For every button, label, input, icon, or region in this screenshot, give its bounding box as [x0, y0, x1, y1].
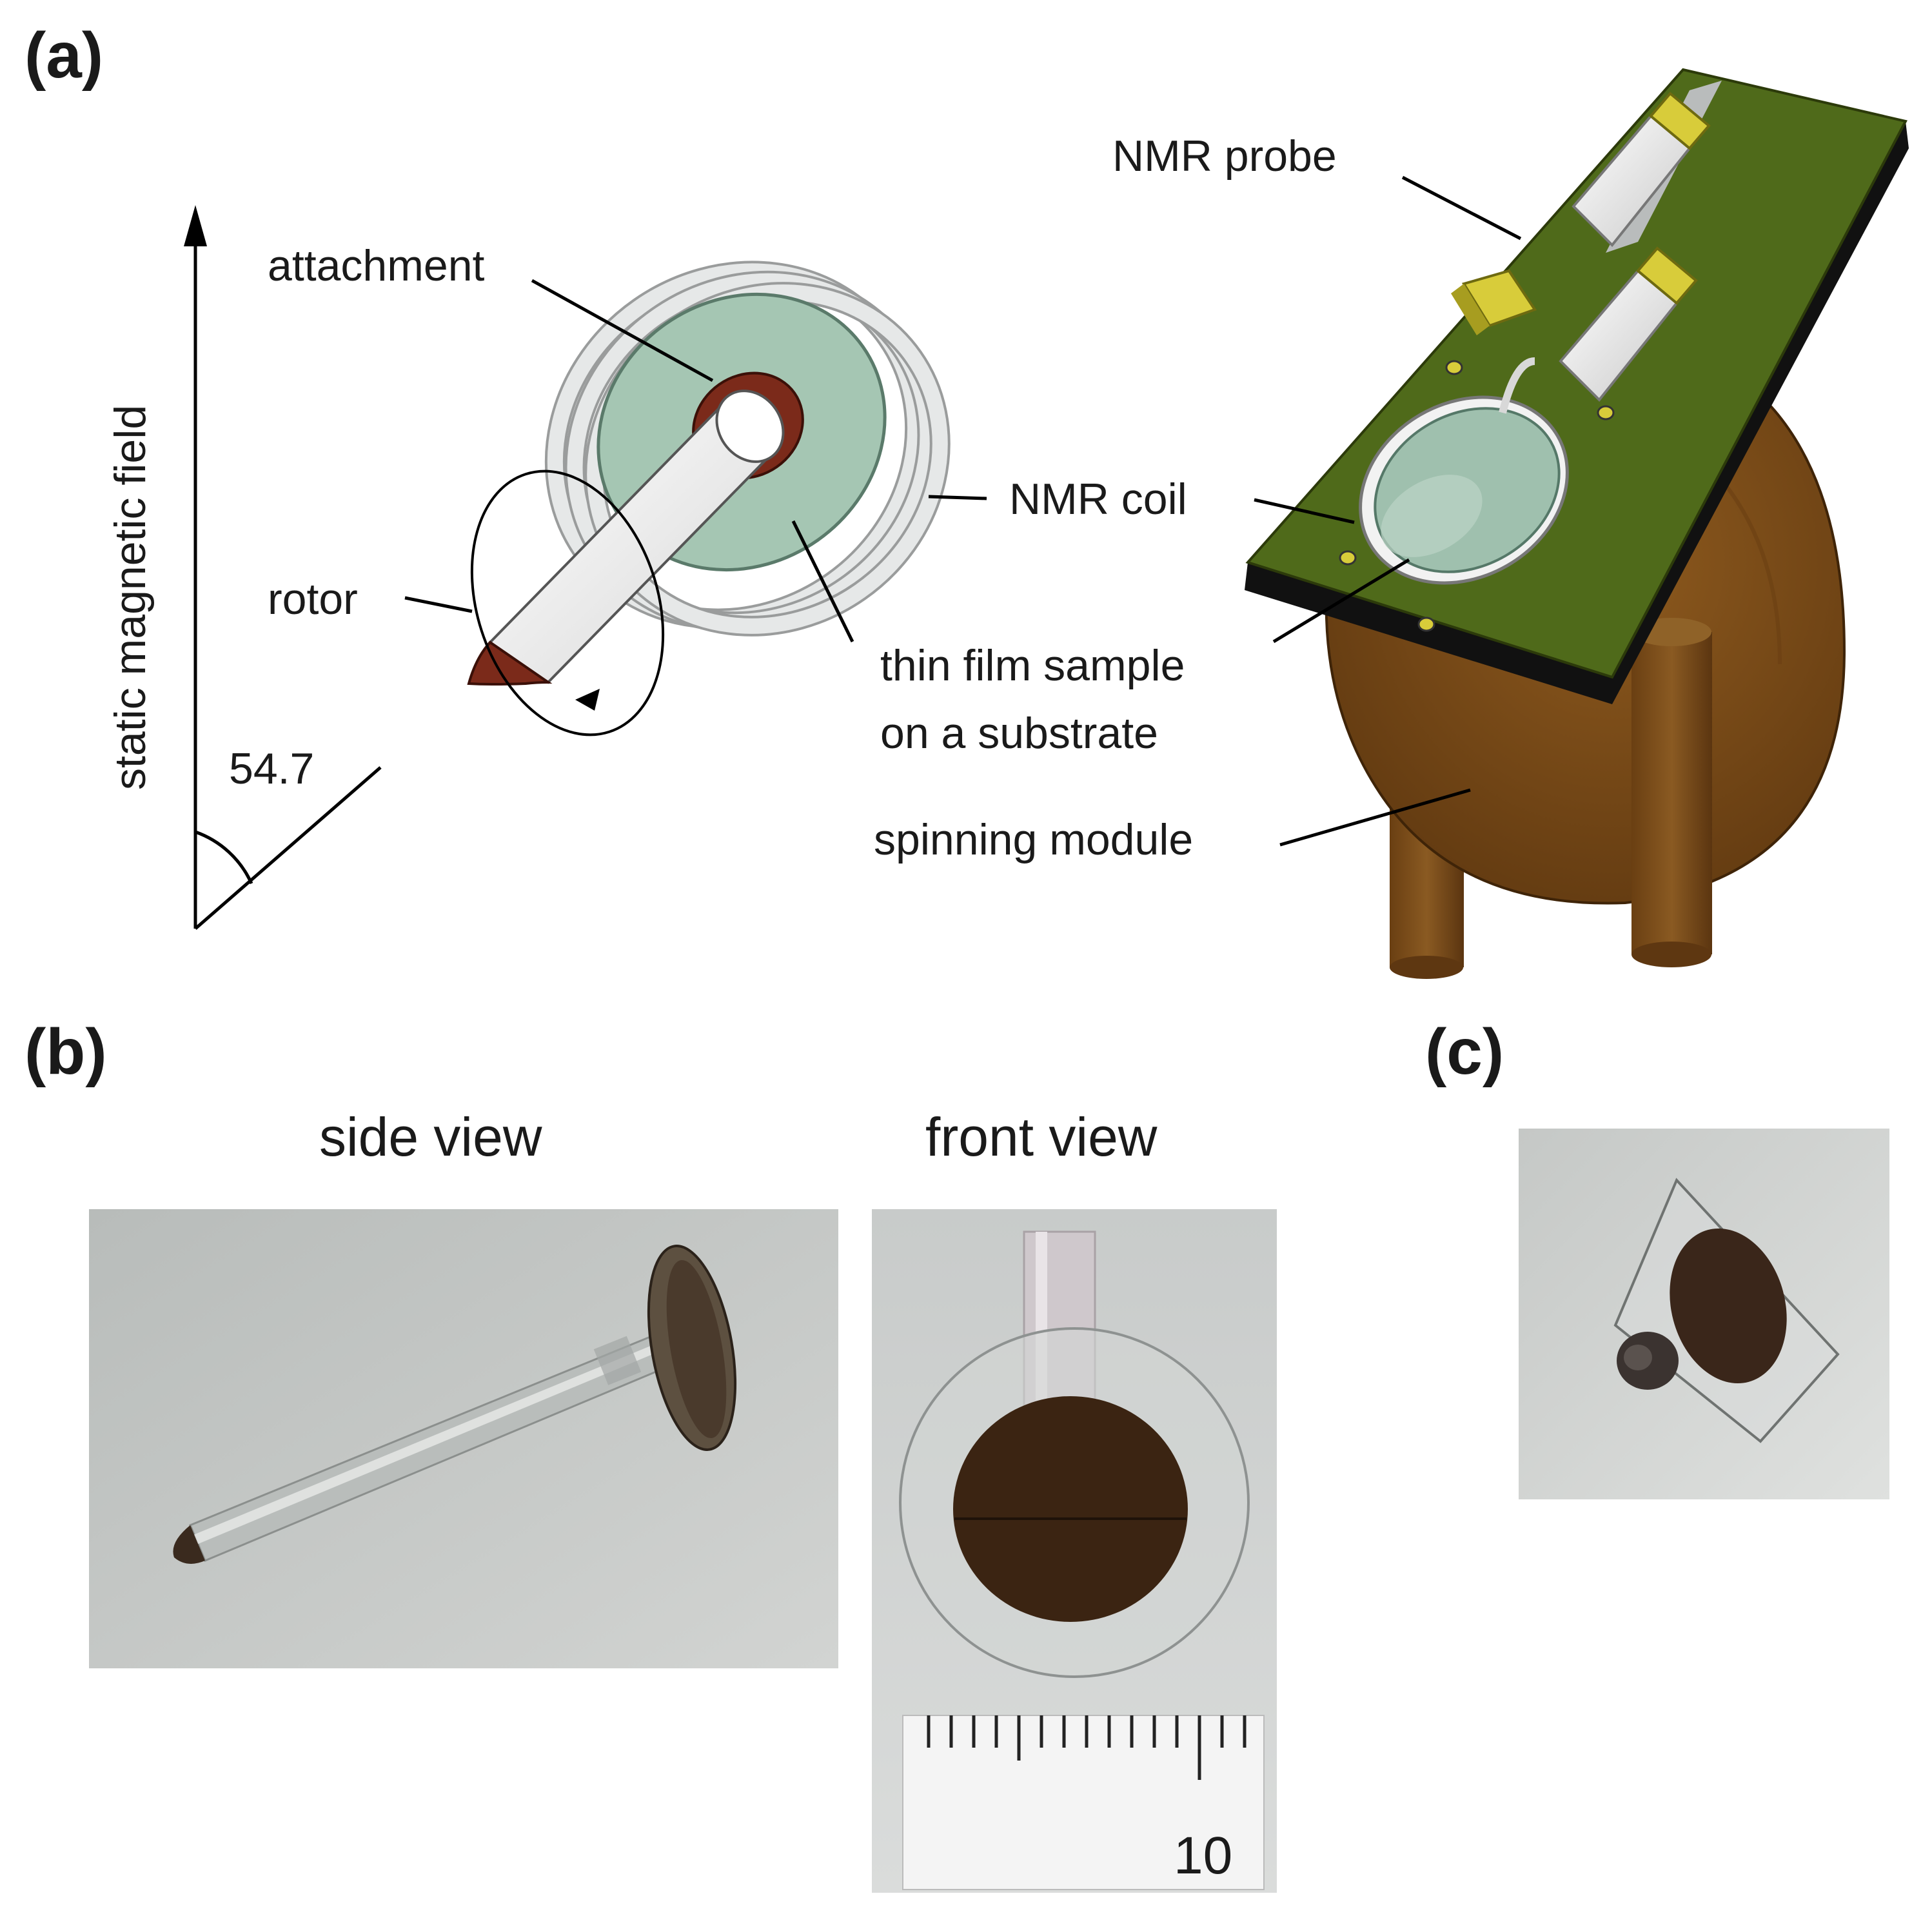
panel-label-a: (a) [25, 19, 103, 92]
ruler-ticks [927, 1715, 1247, 1780]
ruler-number: 10 [1174, 1826, 1232, 1885]
sample-label-line2: on a substrate [880, 709, 1158, 758]
field-geometry [184, 205, 382, 930]
side-view-label: side view [319, 1107, 542, 1167]
panel-c-photo [1519, 1129, 1889, 1499]
panel-label-b: (b) [25, 1016, 107, 1088]
leader-lines-right [1254, 175, 1522, 847]
rotor-graphic [467, 390, 785, 736]
attachment-label: attachment [268, 241, 485, 290]
leader-lines-left [404, 279, 987, 643]
side-view-photo [89, 1209, 838, 1668]
field-label: static magnetic field [106, 405, 155, 790]
coil-label: NMR coil [1009, 475, 1187, 524]
panel-label-c: (c) [1425, 1016, 1504, 1088]
arrow-head-icon [184, 205, 207, 246]
angle-label: 54.7 [229, 744, 314, 793]
sample-label-line1: thin film sample [880, 641, 1185, 690]
angle-arc [195, 830, 253, 885]
module-label: spinning module [874, 815, 1193, 864]
rotor-label: rotor [268, 575, 358, 624]
probe-label: NMR probe [1112, 132, 1337, 181]
front-view-label: front view [925, 1107, 1158, 1167]
spin-arrow-icon [575, 689, 600, 711]
front-view-photo: 10 [872, 1209, 1277, 1893]
nmr-probe-board [1245, 68, 1909, 704]
